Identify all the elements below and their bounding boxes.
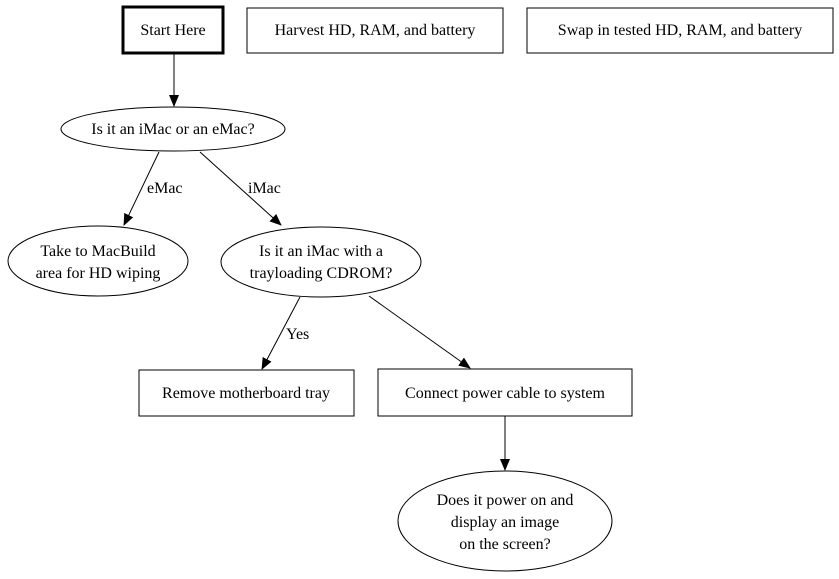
edge-imac [199, 151, 282, 226]
edge-emac [123, 151, 160, 226]
macbuild-node: Take to MacBuild area for HD wiping [7, 225, 189, 297]
trayloading-label-line2: trayloading CDROM? [250, 265, 393, 282]
imac-or-emac-node: Is it an iMac or an eMac? [60, 106, 286, 152]
harvest-label: Harvest HD, RAM, and battery [275, 22, 476, 39]
start-label: Start Here [140, 22, 205, 39]
connect-power-node: Connect power cable to system [377, 368, 633, 417]
swap-label: Swap in tested HD, RAM, and battery [558, 22, 802, 39]
power-on-label-line3: on the screen? [459, 536, 551, 553]
swap-node: Swap in tested HD, RAM, and battery [526, 7, 834, 54]
power-on-node: Does it power on and display an image on… [397, 470, 613, 572]
macbuild-label-line1: Take to MacBuild [40, 243, 155, 260]
edge-to-connect-power [368, 295, 471, 369]
trayloading-node: Is it an iMac with a trayloading CDROM? [220, 226, 422, 298]
imac-or-emac-label: Is it an iMac or an eMac? [91, 121, 254, 138]
edge-imac-label: iMac [248, 180, 281, 197]
edge-yes-label: Yes [286, 326, 309, 343]
remove-tray-label: Remove motherboard tray [162, 385, 330, 402]
macbuild-label-line2: area for HD wiping [36, 265, 161, 282]
connect-power-label: Connect power cable to system [405, 385, 606, 402]
start-node: Start Here [121, 5, 225, 55]
harvest-node: Harvest HD, RAM, and battery [246, 7, 504, 54]
edge-yes [261, 296, 301, 370]
power-on-label-line1: Does it power on and [437, 492, 574, 509]
trayloading-label-line1: Is it an iMac with a [259, 243, 383, 260]
edge-emac-label: eMac [147, 180, 183, 197]
power-on-label-line2: display an image [451, 514, 559, 531]
remove-tray-node: Remove motherboard tray [138, 369, 355, 417]
